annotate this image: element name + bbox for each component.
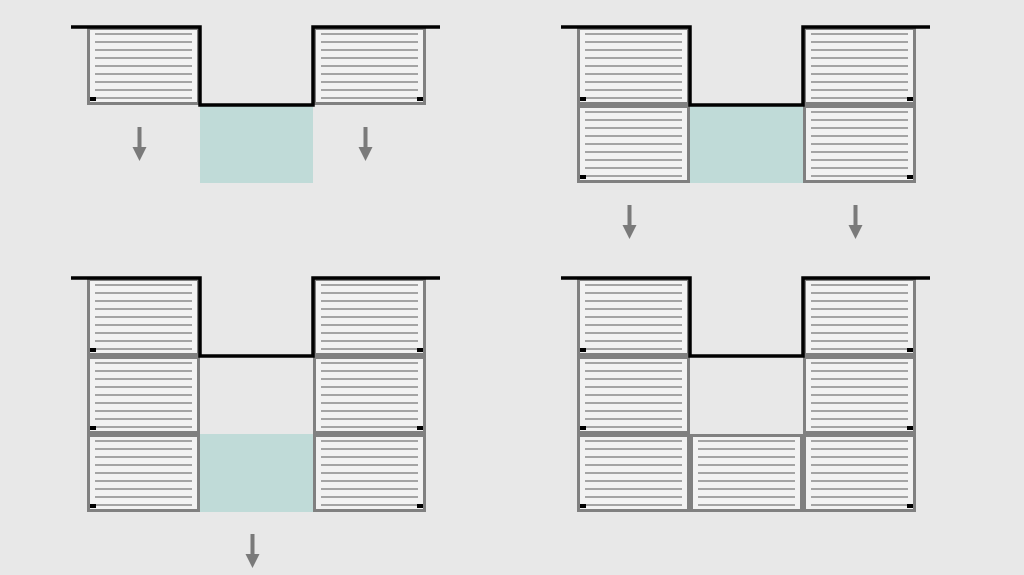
- arrow-down-icon: [358, 127, 373, 161]
- prefab-module: [87, 434, 200, 512]
- prefab-module: [87, 356, 200, 434]
- corner-marker: [907, 97, 913, 101]
- stage-1: [71, 25, 440, 183]
- prefab-module-icon: [321, 440, 418, 506]
- corner-marker: [580, 426, 586, 430]
- arrow-shaft: [250, 534, 255, 558]
- prefab-module-icon: [321, 33, 418, 99]
- corner-marker: [90, 348, 96, 352]
- prefab-module-icon: [811, 284, 908, 350]
- arrow-down-icon: [245, 534, 260, 568]
- arrow-head: [622, 225, 637, 239]
- corner-marker: [907, 175, 913, 179]
- corner-marker: [907, 426, 913, 430]
- prefab-module: [803, 105, 916, 183]
- corner-marker: [90, 426, 96, 430]
- prefab-module: [803, 278, 916, 356]
- arrow-head: [358, 147, 373, 161]
- arrow-shaft: [363, 127, 368, 151]
- prefab-module-icon: [811, 362, 908, 428]
- prefab-module: [577, 356, 690, 434]
- corner-marker: [580, 175, 586, 179]
- corner-marker: [417, 348, 423, 352]
- prefab-module-icon: [585, 111, 682, 177]
- prefab-module: [690, 434, 803, 512]
- prefab-module-icon: [698, 440, 795, 506]
- prefab-module: [577, 27, 690, 105]
- corner-marker: [90, 504, 96, 508]
- prefab-module: [87, 27, 200, 105]
- prefab-module-icon: [95, 33, 192, 99]
- prefab-module: [313, 356, 426, 434]
- prefab-module: [803, 434, 916, 512]
- courtyard-area: [200, 105, 313, 183]
- prefab-module: [313, 434, 426, 512]
- arrow-head: [132, 147, 147, 161]
- prefab-module-icon: [95, 284, 192, 350]
- arrow-shaft: [853, 205, 858, 229]
- prefab-module: [87, 278, 200, 356]
- prefab-module: [577, 434, 690, 512]
- prefab-module: [577, 105, 690, 183]
- prefab-module-icon: [321, 362, 418, 428]
- corner-marker: [417, 97, 423, 101]
- stage-4: [561, 276, 930, 512]
- prefab-module: [577, 278, 690, 356]
- arrow-shaft: [627, 205, 632, 229]
- building-wall: [561, 276, 930, 358]
- corner-marker: [417, 504, 423, 508]
- arrow-head: [245, 554, 260, 568]
- corner-marker: [907, 348, 913, 352]
- building-wall: [561, 25, 930, 107]
- prefab-module: [803, 27, 916, 105]
- prefab-module-icon: [811, 440, 908, 506]
- prefab-module-icon: [811, 111, 908, 177]
- arrow-down-icon: [622, 205, 637, 239]
- prefab-module-icon: [585, 440, 682, 506]
- prefab-module: [803, 356, 916, 434]
- building-wall: [71, 25, 440, 107]
- prefab-module-icon: [811, 33, 908, 99]
- corner-marker: [580, 504, 586, 508]
- corner-marker: [907, 504, 913, 508]
- arrow-down-icon: [132, 127, 147, 161]
- arrow-head: [848, 225, 863, 239]
- corner-marker: [90, 97, 96, 101]
- stage-2: [561, 25, 930, 239]
- courtyard-area: [200, 434, 313, 512]
- prefab-module-icon: [585, 362, 682, 428]
- corner-marker: [580, 97, 586, 101]
- stage-3: [71, 276, 440, 568]
- courtyard-area: [690, 105, 803, 183]
- prefab-module-icon: [321, 284, 418, 350]
- building-wall: [71, 276, 440, 358]
- corner-marker: [417, 426, 423, 430]
- arrow-down-icon: [848, 205, 863, 239]
- prefab-module-icon: [95, 440, 192, 506]
- prefab-module: [313, 278, 426, 356]
- arrow-shaft: [137, 127, 142, 151]
- corner-marker: [580, 348, 586, 352]
- prefab-module-icon: [585, 33, 682, 99]
- prefab-module-icon: [585, 284, 682, 350]
- prefab-module-icon: [95, 362, 192, 428]
- prefab-module: [313, 27, 426, 105]
